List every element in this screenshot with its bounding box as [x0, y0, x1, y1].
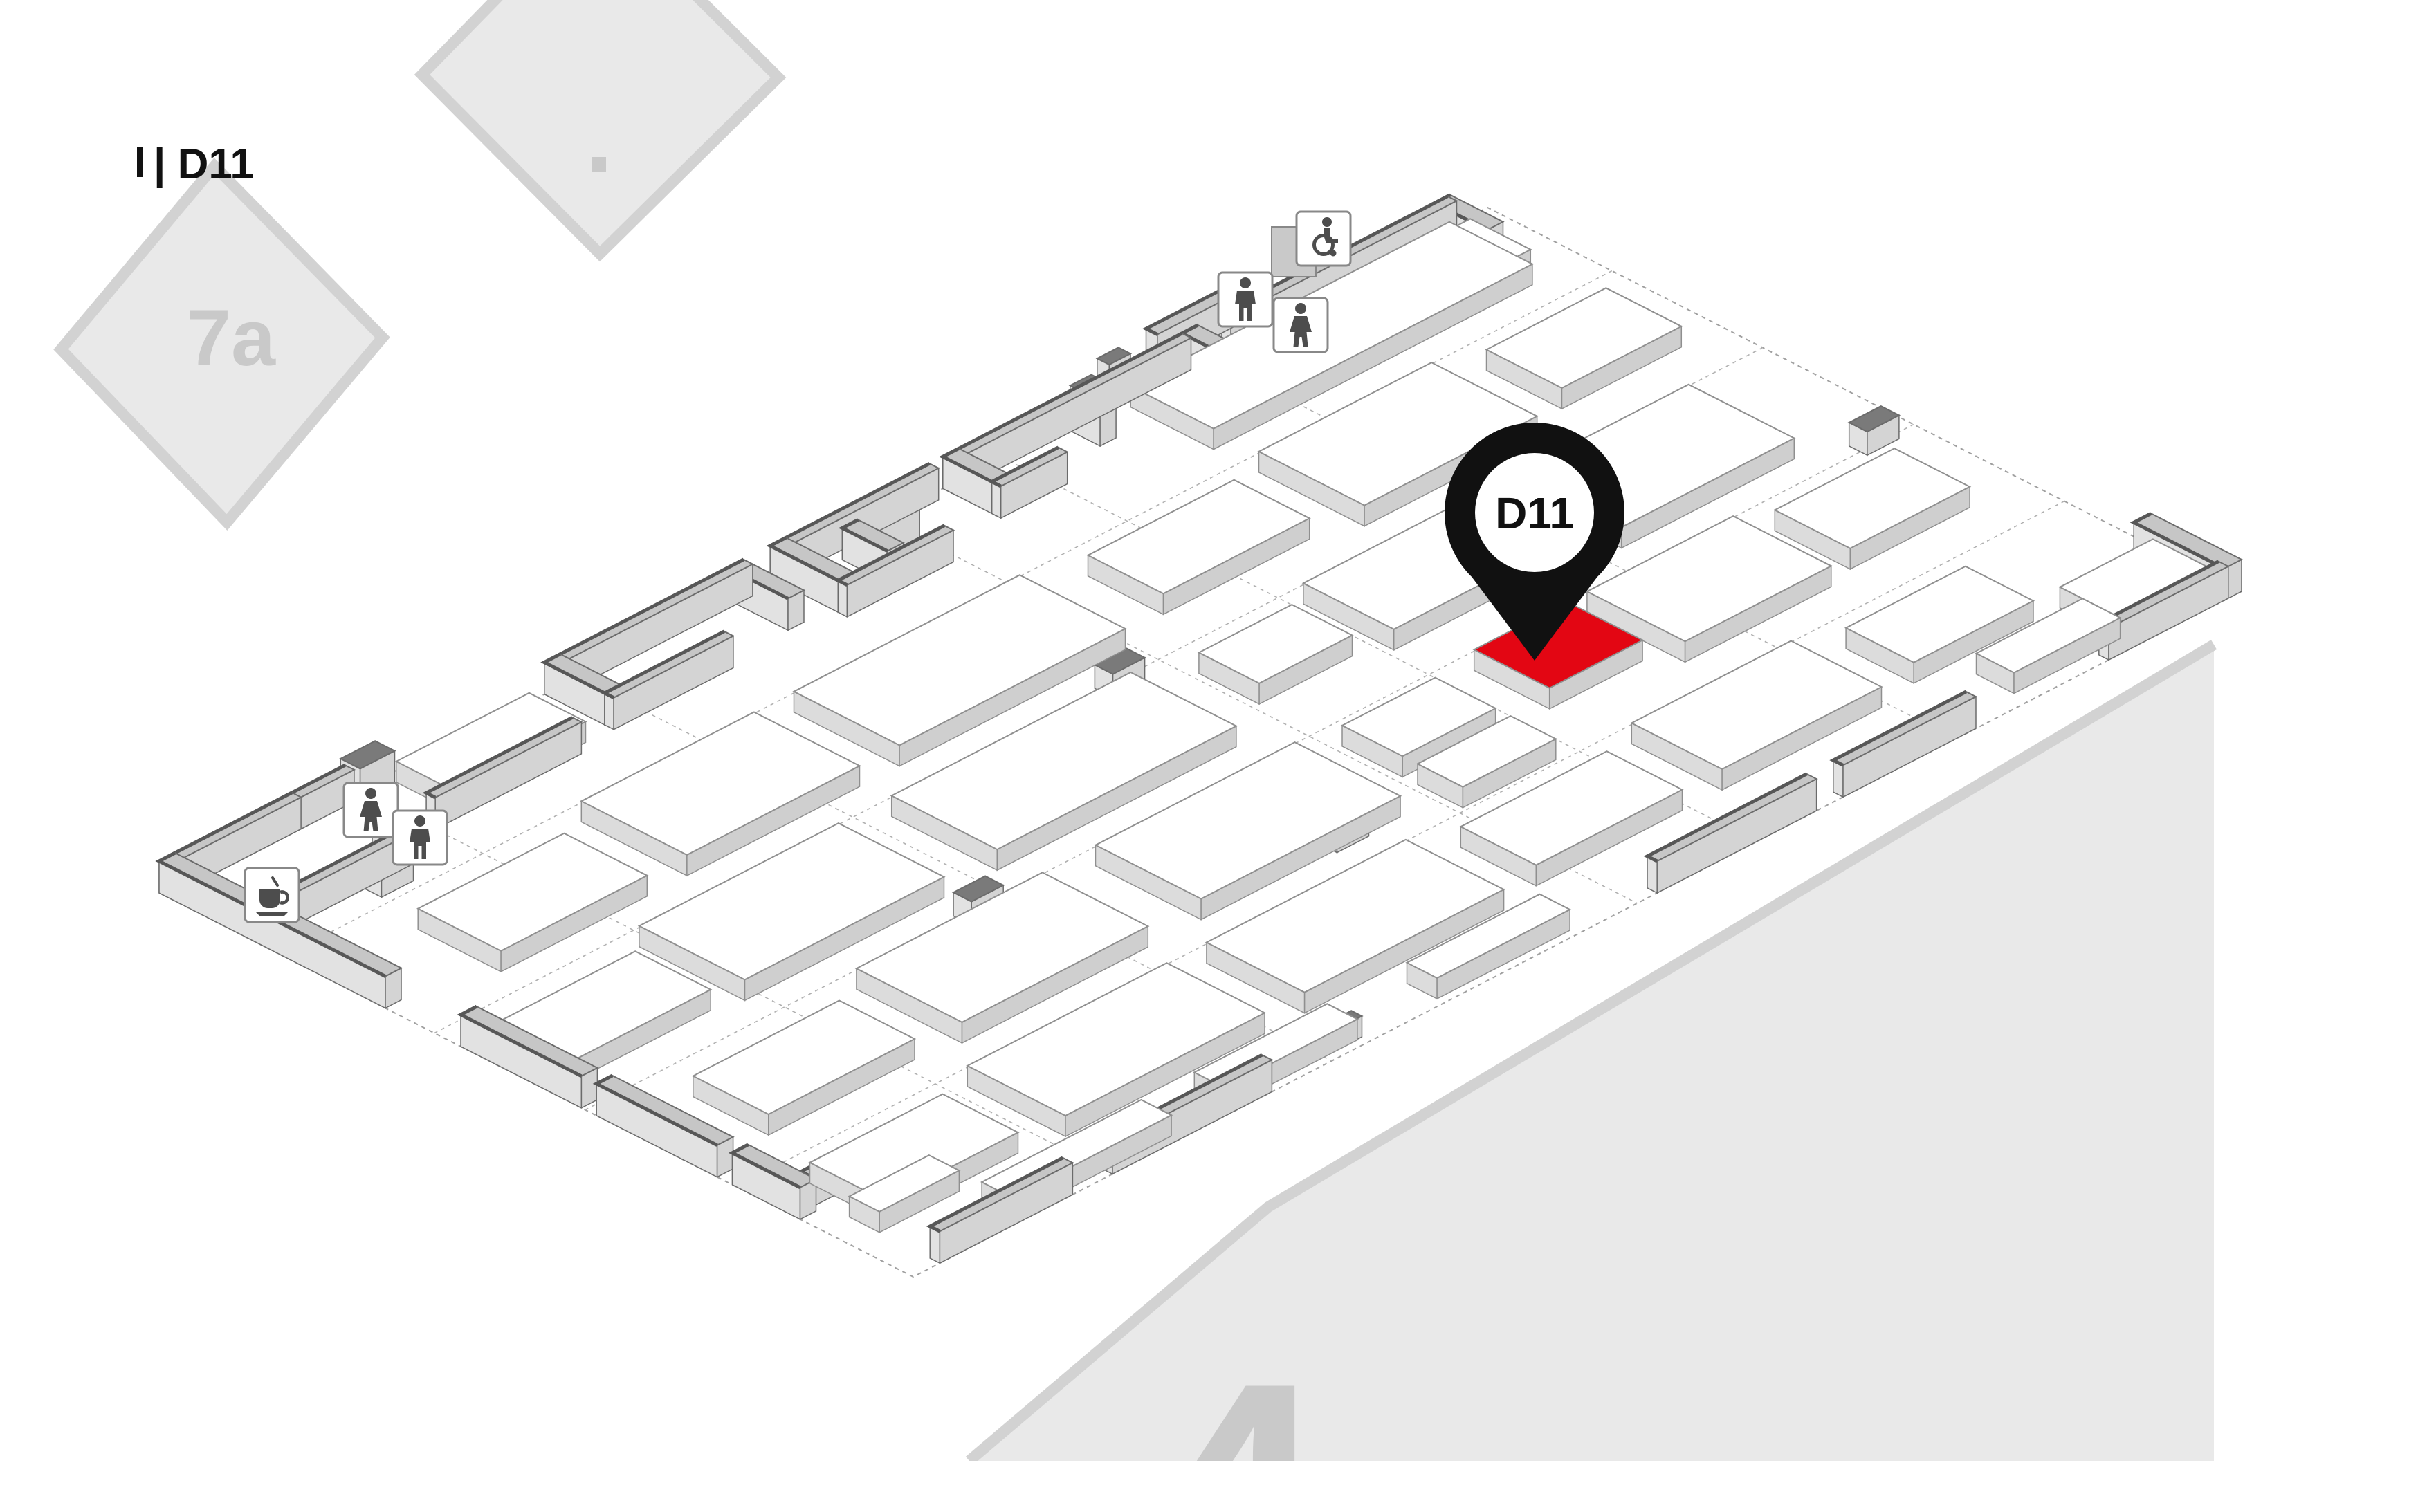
booth-block [637, 822, 946, 1002]
hall-7a-arrow: 7a [53, 158, 390, 531]
clipped-label-fragment [592, 157, 606, 172]
booth-block [854, 872, 1150, 1044]
booth-block [1485, 287, 1683, 410]
pillar-block [1847, 405, 1901, 457]
booth-block [416, 832, 649, 973]
booth-block [1086, 479, 1311, 616]
bottom-mask [0, 1461, 2427, 1512]
mens-restroom-icon [1217, 271, 1274, 328]
booth-block [1205, 838, 1505, 1014]
hall-7a-label: 7a [187, 294, 276, 382]
booth-block [691, 999, 917, 1136]
booth-block [1416, 714, 1557, 809]
booth-block [1630, 640, 1883, 791]
booth-block [848, 1154, 961, 1234]
hall-4-area: 4 [965, 640, 2217, 1512]
wall-segment [1643, 772, 1818, 894]
booth-block [1844, 565, 2035, 685]
booth-block [890, 671, 1238, 872]
womens-restroom-icon [1272, 297, 1329, 353]
womens-restroom-icon [342, 782, 399, 838]
wall-segment [1829, 690, 1978, 798]
wall-segment [592, 1073, 735, 1178]
booth-block [1094, 741, 1402, 921]
location-pin[interactable]: D11 [1445, 423, 1624, 661]
booth-block [580, 711, 861, 877]
page-title: | D11 [154, 140, 254, 189]
booth-block [1773, 448, 1972, 571]
booth-block [1129, 221, 1535, 450]
mens-restroom-icon [392, 809, 448, 866]
booth-block [1459, 750, 1684, 887]
booth-block [792, 574, 1127, 767]
wall-segment [601, 629, 735, 730]
clipped-title-fragment [137, 147, 143, 177]
wall-segment [926, 1156, 1074, 1264]
booth-block [966, 962, 1267, 1138]
wall-segment [988, 445, 1069, 519]
booth-block [1405, 893, 1572, 1000]
hall-top-arrow [414, 0, 787, 262]
cafe-icon [244, 867, 300, 923]
pin-inner-circle [1475, 453, 1594, 572]
booth-block [1585, 515, 1833, 663]
booth-d11-highlight[interactable] [1472, 600, 1645, 710]
booth-block [1197, 603, 1354, 706]
wheelchair-accessible-icon [1295, 210, 1352, 267]
booth-block [1975, 598, 2122, 694]
wall-segment [834, 524, 955, 618]
wall-segment [422, 716, 583, 831]
pin-label: D11 [1495, 488, 1574, 538]
